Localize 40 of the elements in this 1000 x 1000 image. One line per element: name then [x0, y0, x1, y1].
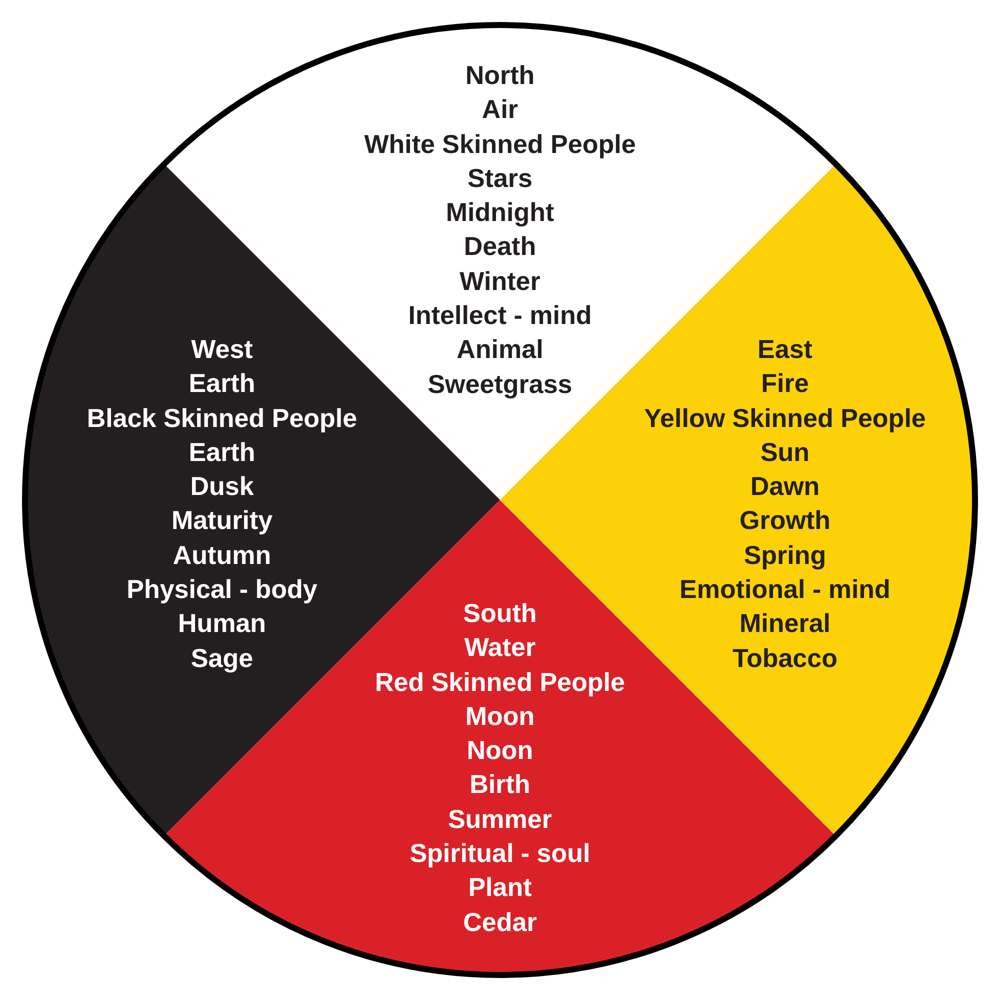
quadrant-text: Black Skinned People [86, 402, 358, 435]
quadrant-text: Air [482, 93, 518, 126]
quadrant-text: Birth [470, 768, 530, 802]
quadrant-text: Spiritual - soul [410, 837, 590, 870]
quadrant-text: Earth [188, 367, 256, 400]
quadrant-text: Dusk [190, 470, 254, 504]
quadrant-text: Cedar [463, 906, 537, 939]
quadrant-text: Summer [448, 802, 552, 836]
quadrant-text: White Skinned People [364, 128, 636, 161]
quadrant-text: Sage [190, 642, 254, 675]
quadrant-text: North [465, 59, 535, 92]
quadrant-text: Animal [456, 333, 544, 366]
quadrant-text: Sweetgrass [428, 368, 572, 401]
quadrant-text: Mineral [739, 607, 831, 640]
quadrant-text: Maturity [171, 504, 273, 538]
quadrant-text: Red Skinned People [375, 666, 625, 699]
quadrant-text: Autumn [172, 538, 272, 572]
quadrant-text: Emotional - mind [680, 573, 890, 606]
quadrant-text: Moon [465, 700, 535, 733]
quadrant-text: West [191, 332, 253, 366]
quadrant-text: Death [464, 230, 536, 264]
quadrant-text: Fire [761, 367, 809, 400]
quadrant-text: Stars [467, 162, 532, 195]
quadrant-text: Physical - body [126, 573, 318, 606]
quadrant-text: Noon [466, 734, 534, 768]
quadrant-text: Earth [188, 436, 256, 469]
quadrant-text: Spring [744, 538, 826, 572]
quadrant-text: Intellect - mind [408, 299, 592, 332]
quadrant-text: Winter [460, 264, 540, 298]
quadrant-text: Human [178, 607, 266, 640]
quadrant-text: Dawn [750, 470, 820, 504]
quadrant-text: Yellow Skinned People [644, 402, 926, 435]
quadrant-text: South [463, 597, 537, 630]
quadrant-text: Water [464, 631, 536, 664]
quadrant-text: Tobacco [732, 642, 838, 675]
quadrant-text: Plant [468, 871, 532, 904]
quadrant-text: Midnight [446, 196, 554, 230]
quadrant-text: Growth [740, 504, 830, 538]
quadrant-text: Sun [760, 436, 810, 469]
quadrant-text: East [758, 332, 812, 366]
